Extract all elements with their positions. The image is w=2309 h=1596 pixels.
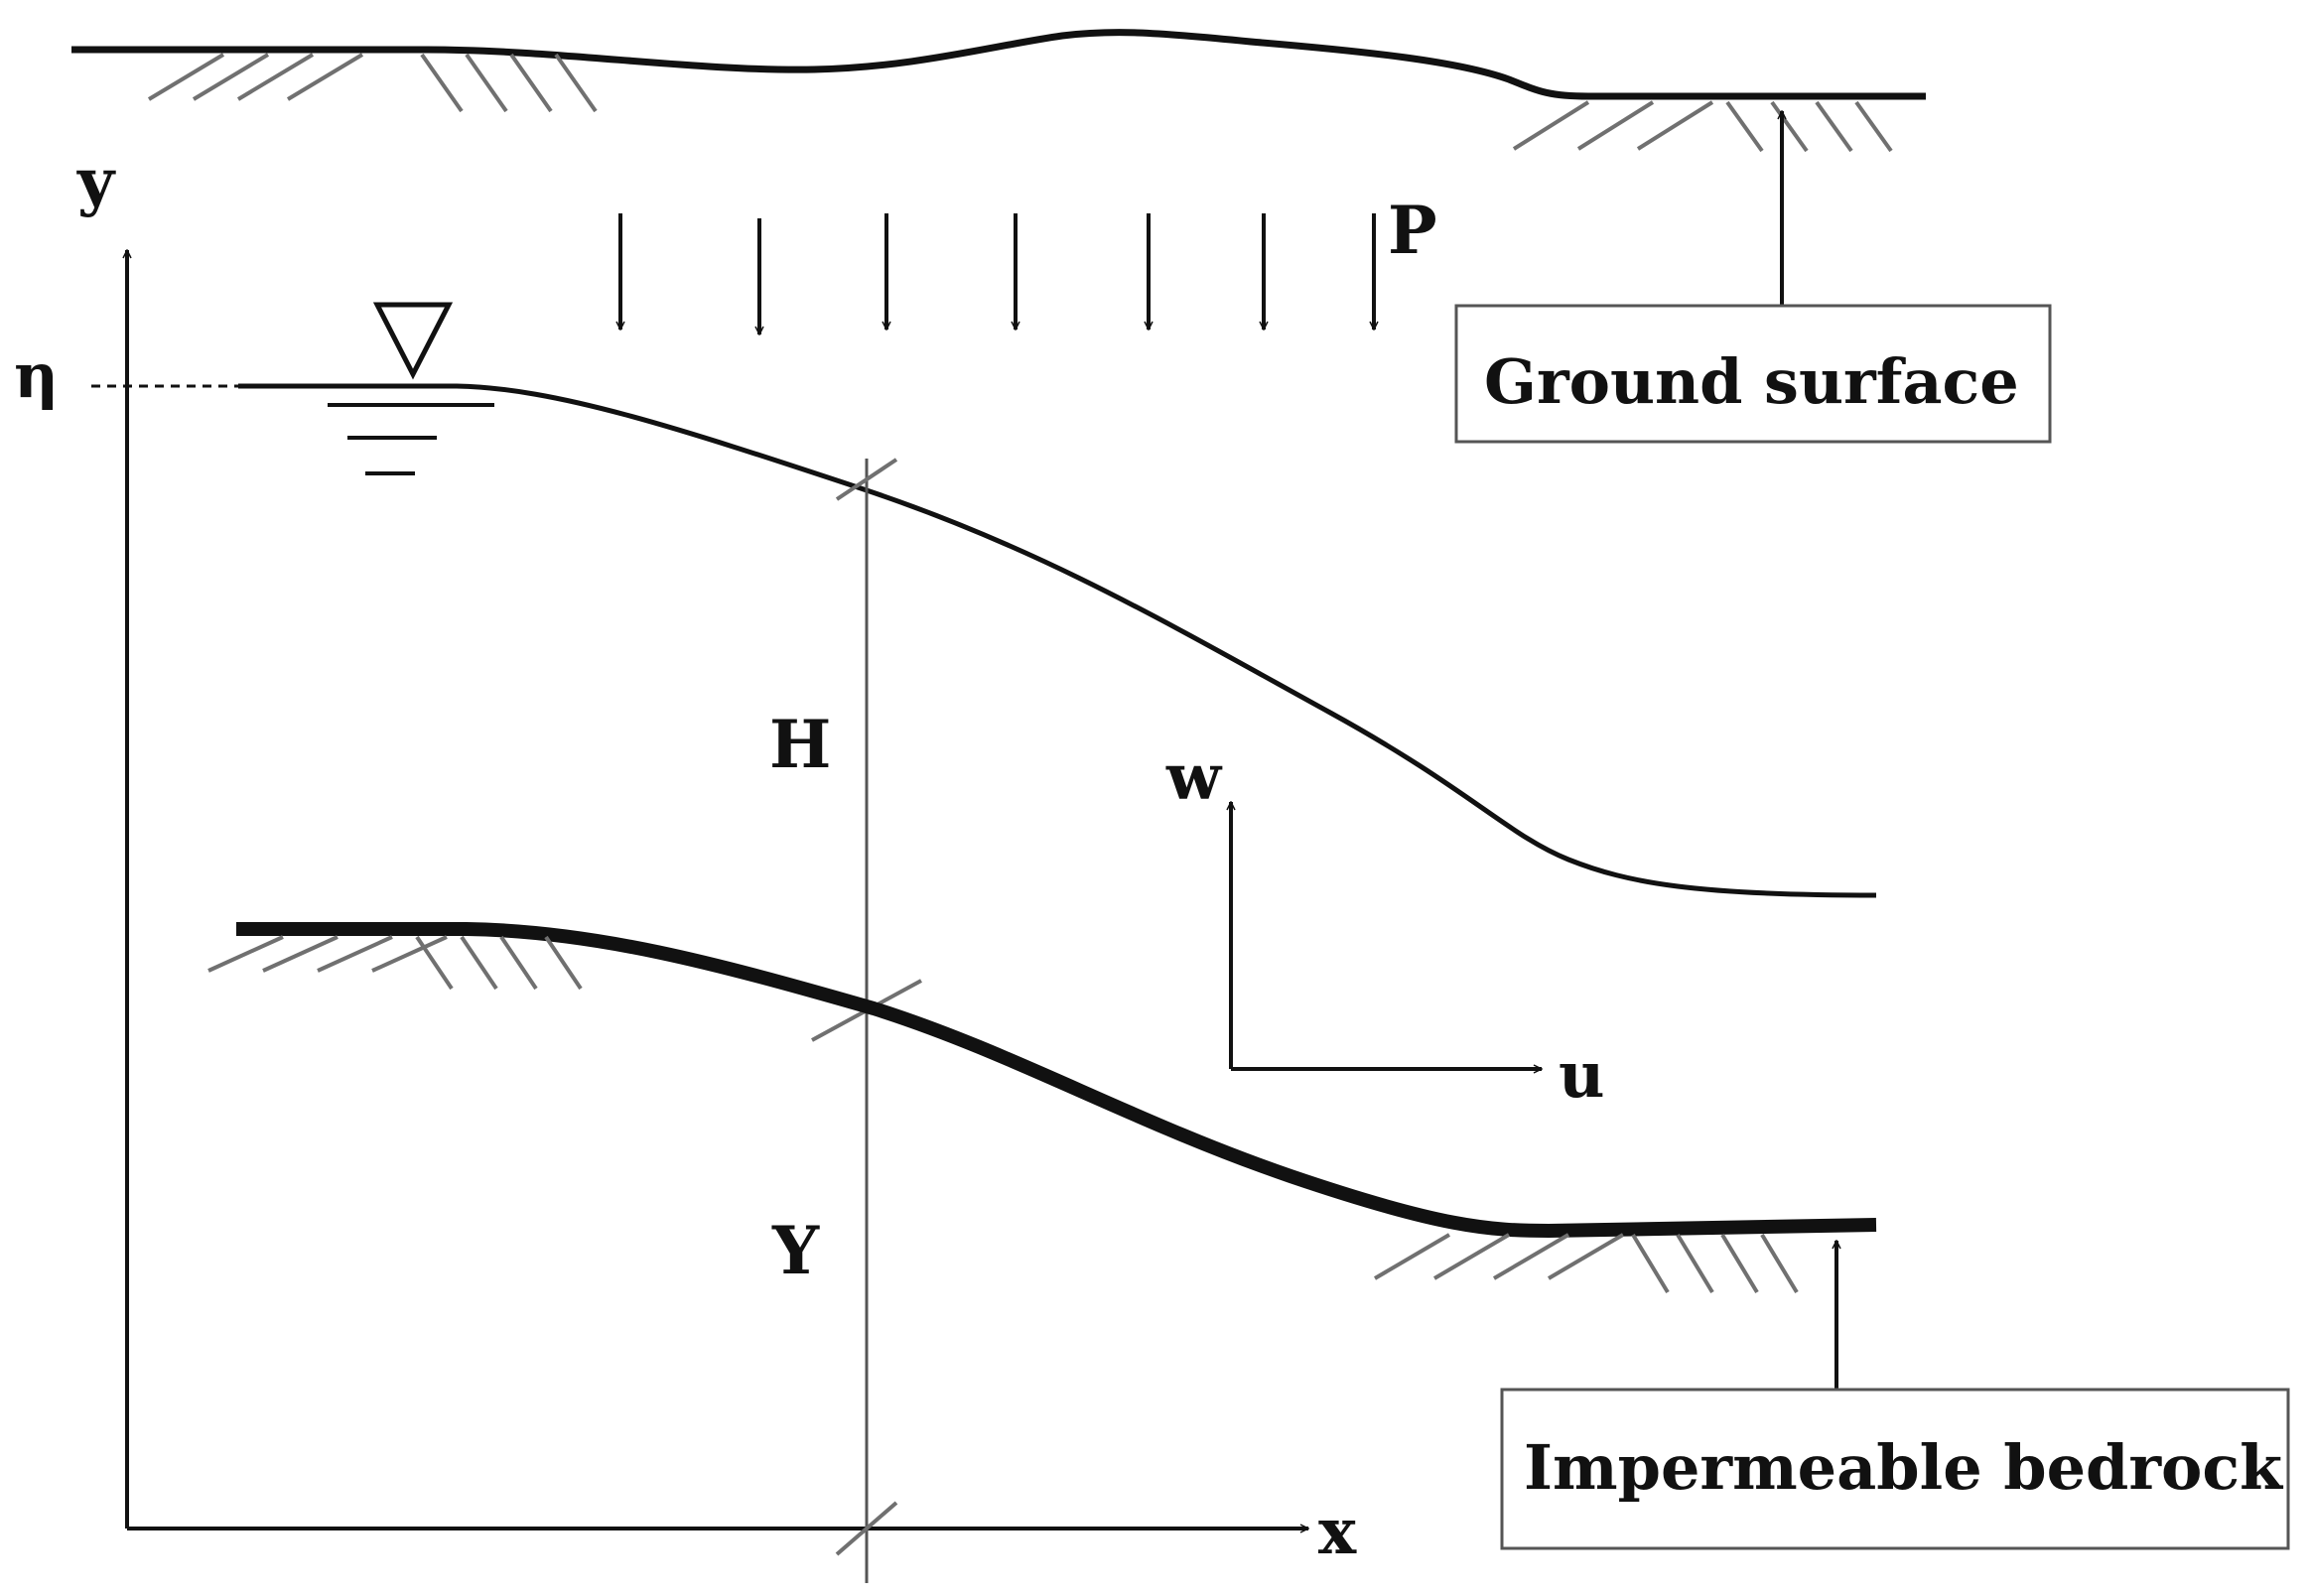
precipitation-label: P <box>1388 192 1437 269</box>
impermeable-bedrock-callout-label: Impermeable bedrock <box>1524 1431 2284 1504</box>
velocity-w-label: w <box>1165 740 1223 815</box>
impermeable-bedrock-callout-box <box>1500 1388 2290 1550</box>
x-axis-label: x <box>1318 1495 1357 1569</box>
eta-label: η <box>14 339 59 412</box>
precipitation-arrows <box>620 213 1374 334</box>
y-axis-label: y <box>76 145 116 219</box>
velocity-u-label: u <box>1559 1038 1605 1113</box>
ground-surface-callout-label: Ground surface <box>1484 345 2019 418</box>
ground-surface-hatching <box>147 53 1893 153</box>
water-table-line <box>238 383 1877 898</box>
ground-surface-line <box>71 29 1926 100</box>
impermeable-bedrock-line <box>236 922 1877 1239</box>
bedrock-elevation-label: Y <box>771 1212 820 1289</box>
water-level-symbol-icon <box>328 302 494 475</box>
bedrock-hatching <box>207 935 1799 1294</box>
ground-surface-callout-box <box>1454 304 2052 444</box>
head-label: H <box>769 706 831 783</box>
